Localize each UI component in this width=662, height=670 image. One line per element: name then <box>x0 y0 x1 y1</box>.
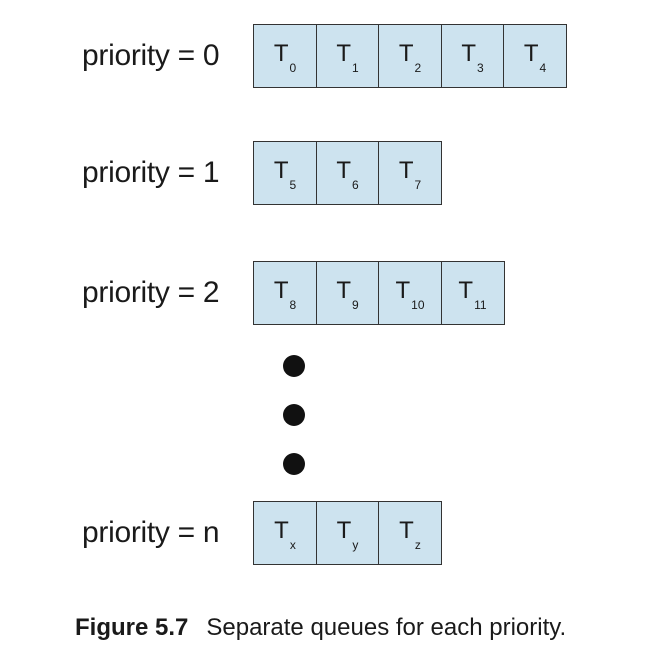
task-subscript: 3 <box>476 61 484 75</box>
task-cell: Tx <box>253 501 317 565</box>
task-name: T <box>274 517 289 544</box>
task-name: T <box>461 40 476 67</box>
task-cell: T4 <box>503 24 567 88</box>
figure-caption-text: Separate queues for each priority. <box>206 614 567 641</box>
ellipsis-dot <box>283 404 305 426</box>
task-cell: T11 <box>440 261 505 325</box>
priority-label: priority = 1 <box>82 156 220 189</box>
task-name: T <box>398 157 414 184</box>
task-name: T <box>523 40 539 67</box>
task-subscript: 0 <box>289 61 297 75</box>
task-subscript: 9 <box>351 298 359 312</box>
task-subscript: 2 <box>414 61 422 75</box>
queue-row-priority-n: priority = n Tx Ty Tz <box>0 501 662 565</box>
priority-label: priority = n <box>82 516 220 549</box>
task-subscript: 11 <box>474 298 487 312</box>
task-cell: T1 <box>315 24 380 88</box>
task-cell: T6 <box>315 141 380 205</box>
figure-number: Figure 5.7 <box>75 614 189 641</box>
task-name: T <box>458 277 474 304</box>
task-queue: T8 T9 T10 T11 <box>253 261 505 325</box>
task-name: T <box>273 157 289 184</box>
queue-row-priority-2: priority = 2 T8 T9 T10 T11 <box>0 261 662 325</box>
task-queue: T0 T1 T2 T3 T4 <box>253 24 567 88</box>
task-name: T <box>336 517 352 544</box>
task-subscript: 10 <box>411 298 425 312</box>
task-subscript: 4 <box>539 61 547 75</box>
task-subscript: 5 <box>289 178 297 192</box>
task-name: T <box>398 40 414 67</box>
task-name: T <box>399 517 414 544</box>
ellipsis-dots <box>283 355 307 475</box>
figure-caption: Figure 5.7 Separate queues for each prior… <box>75 614 566 642</box>
task-name: T <box>336 40 351 67</box>
task-subscript: 8 <box>289 298 297 312</box>
task-name: T <box>336 157 351 184</box>
task-cell: T5 <box>253 141 317 205</box>
task-cell: T8 <box>253 261 317 325</box>
task-name: T <box>273 40 289 67</box>
task-subscript: y <box>352 538 359 552</box>
task-cell: T0 <box>253 24 317 88</box>
task-cell: T3 <box>440 24 505 88</box>
task-queue: T5 T6 T7 <box>253 141 442 205</box>
queue-row-priority-0: priority = 0 T0 T1 T2 T3 T4 <box>0 24 662 88</box>
ellipsis-dot <box>283 453 305 475</box>
queue-row-priority-1: priority = 1 T5 T6 T7 <box>0 141 662 205</box>
task-name: T <box>395 277 411 304</box>
task-cell: Tz <box>378 501 442 565</box>
task-subscript: z <box>414 538 421 552</box>
task-cell: T10 <box>378 261 442 325</box>
ellipsis-dot <box>283 355 305 377</box>
task-name: T <box>336 277 351 304</box>
priority-label: priority = 0 <box>82 39 220 72</box>
task-cell: T7 <box>378 141 442 205</box>
task-subscript: 6 <box>351 178 359 192</box>
task-subscript: 7 <box>414 178 422 192</box>
priority-label: priority = 2 <box>82 276 220 309</box>
task-subscript: 1 <box>351 61 359 75</box>
task-cell: T9 <box>315 261 380 325</box>
task-name: T <box>273 277 289 304</box>
task-subscript: x <box>289 538 296 552</box>
task-cell: Ty <box>315 501 380 565</box>
task-cell: T2 <box>378 24 442 88</box>
task-queue: Tx Ty Tz <box>253 501 442 565</box>
